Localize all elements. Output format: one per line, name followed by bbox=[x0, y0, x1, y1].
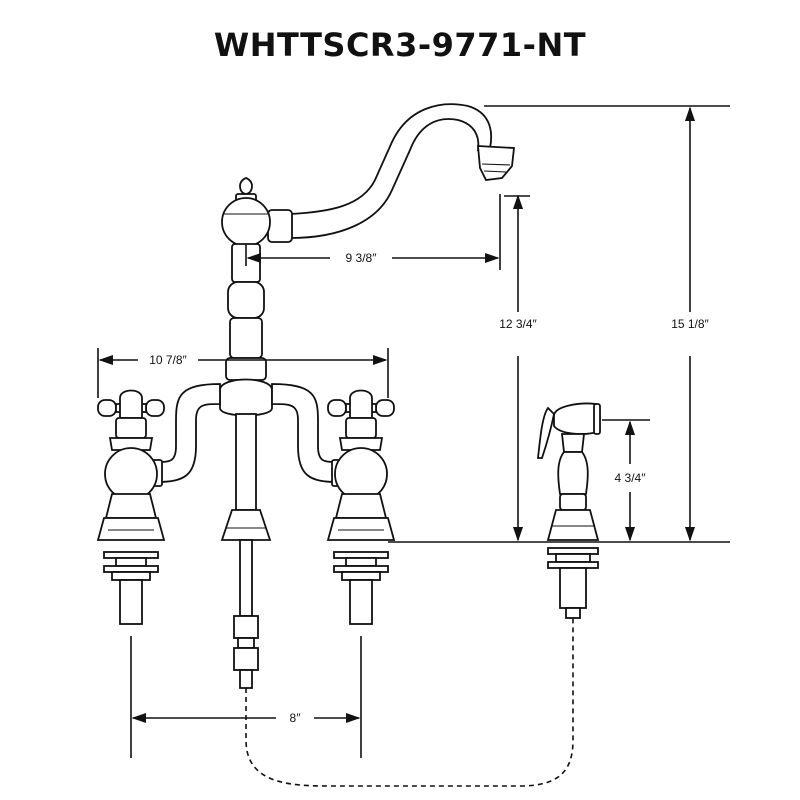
dimension-overall-width: 10 7/8″ bbox=[149, 353, 187, 367]
right-cross-handle bbox=[326, 389, 396, 625]
dimension-total-height: 15 1/8″ bbox=[671, 317, 709, 331]
side-sprayer bbox=[536, 402, 601, 619]
page-title: WHTTSCR3-9771-NT bbox=[213, 26, 587, 64]
left-cross-handle bbox=[96, 389, 166, 625]
sprayer-hose bbox=[245, 618, 574, 787]
dimension-handle-spacing: 8″ bbox=[290, 711, 302, 725]
gooseneck-spout bbox=[267, 103, 515, 243]
dimension-spout-reach: 9 3/8″ bbox=[346, 251, 378, 265]
dimension-sprayer-height: 4 3/4″ bbox=[615, 471, 647, 485]
dimension-spout-height: 12 3/4″ bbox=[499, 317, 537, 331]
center-column bbox=[219, 177, 273, 689]
